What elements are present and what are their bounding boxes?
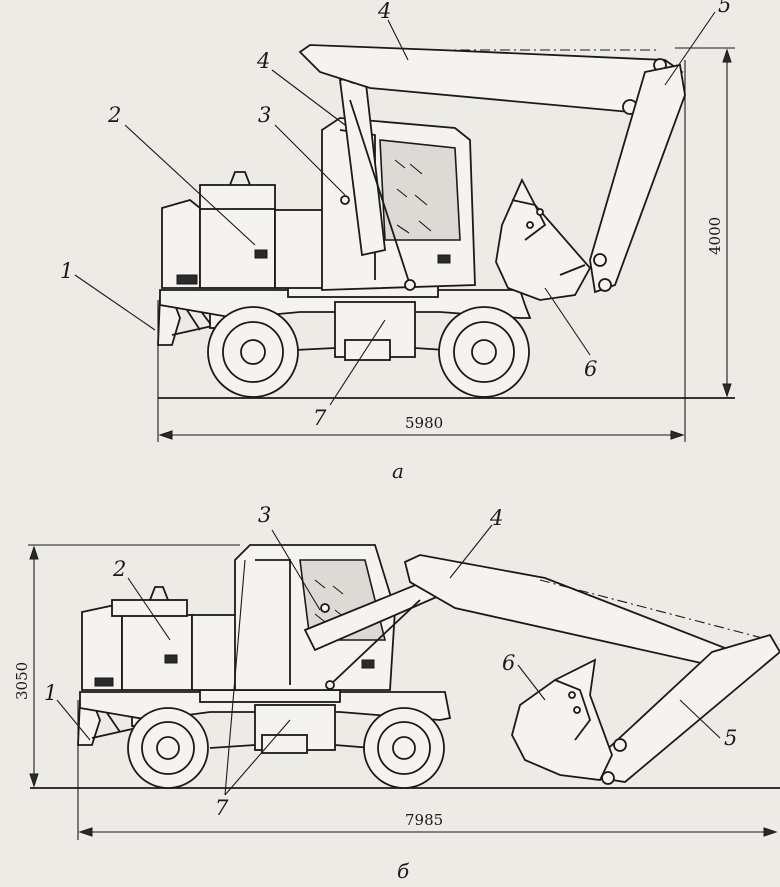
engine-housing-a <box>161 171 346 289</box>
length-dimension-b: 7985 <box>77 700 778 840</box>
length-label-a: 5980 <box>405 414 443 432</box>
callout-6-a: 6 <box>584 357 597 381</box>
undercarriage-b <box>209 704 373 754</box>
callout-3-b: 3 <box>258 503 271 527</box>
bucket-a <box>495 177 592 301</box>
engine-housing-b <box>81 586 253 691</box>
callout-4-b: 4 <box>489 506 503 530</box>
callout-2-a: 2 <box>107 103 121 127</box>
height-label-a: 4000 <box>706 217 724 255</box>
length-dimension-a: 5980 <box>157 60 686 442</box>
callouts-a: 1 2 3 4 4 5 6 7 <box>60 0 731 430</box>
stick-a <box>589 63 686 294</box>
view-a: 5980 4000 1 2 3 4 4 5 6 7 <box>60 0 735 483</box>
callout-1-b: 1 <box>44 681 57 705</box>
view-b: 7985 3050 1 2 3 4 5 6 7 б <box>13 503 780 883</box>
callouts-b: 1 2 3 4 5 6 7 <box>44 503 737 820</box>
undercarriage-a <box>294 301 446 361</box>
caption-b: б <box>397 859 410 883</box>
rear-wheel-a <box>207 306 299 398</box>
callout-1-a: 1 <box>60 259 73 283</box>
callout-5-b: 5 <box>724 726 737 750</box>
callout-4-boom-a: 4 <box>377 0 391 23</box>
callout-7-a: 7 <box>313 406 327 430</box>
height-label-b: 3050 <box>13 662 31 700</box>
callout-2-b: 2 <box>112 557 126 581</box>
rear-wheel-b <box>127 707 209 789</box>
front-wheel-a <box>438 306 530 398</box>
height-dimension-b: 3050 <box>13 544 240 788</box>
height-dimension-a: 4000 <box>675 47 735 398</box>
front-wheel-b <box>363 707 445 789</box>
callout-4-mast-a: 4 <box>256 49 270 73</box>
callout-6-b: 6 <box>502 651 515 675</box>
callout-7-b: 7 <box>215 796 229 820</box>
callout-5-a: 5 <box>718 0 731 17</box>
bucket-b <box>511 658 613 781</box>
turntable-b <box>199 689 341 703</box>
length-label-b: 7985 <box>405 811 443 829</box>
callout-3-a: 3 <box>258 103 271 127</box>
caption-a: а <box>392 459 404 483</box>
